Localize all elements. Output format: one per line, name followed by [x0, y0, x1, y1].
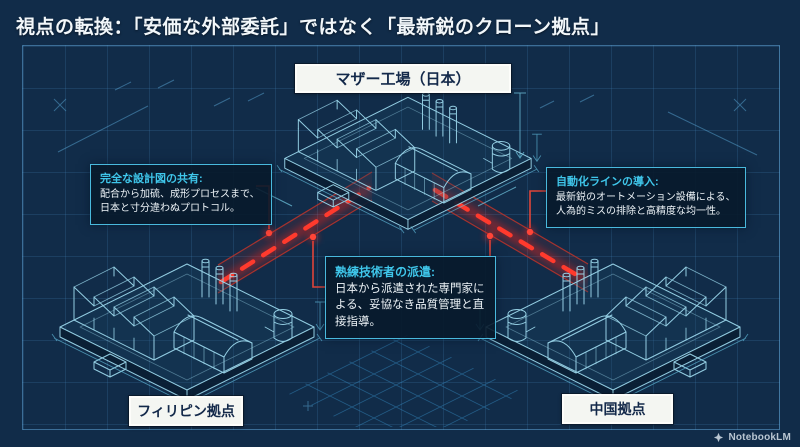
callout-blueprint-sharing: 完全な設計図の共有: 配合から加硫、成形プロセスまで、日本と寸分違わぬプロトコル… [90, 164, 272, 225]
callout-automation: 自動化ラインの導入: 最新鋭のオートメーション設備による、人為的ミスの排除と高精… [546, 167, 746, 228]
callout-expert-dispatch-body: 日本から派遣された専門家による、妥協なき品質管理と直接指導。 [335, 283, 485, 328]
china-label: 中国拠点 [589, 401, 646, 417]
philippines-factory-illustration [51, 258, 326, 405]
watermark: NotebookLM [713, 432, 791, 443]
watermark-text: NotebookLM [728, 432, 791, 443]
callout-automation-title: 自動化ラインの導入: [556, 176, 659, 188]
notebooklm-logo-icon [714, 432, 724, 443]
node-label-china: 中国拠点 [561, 393, 674, 425]
callout-expert-dispatch-title: 熟練技術者の派遣: [335, 265, 435, 279]
decor-accent-lines [53, 79, 758, 411]
node-label-philippines: フィリピン拠点 [128, 395, 244, 427]
callout-blueprint-sharing-body: 配合から加硫、成形プロセスまで、日本と寸分違わぬプロトコル。 [100, 188, 260, 214]
callout-expert-dispatch: 熟練技術者の派遣: 日本から派遣された専門家による、妥協なき品質管理と直接指導。 [325, 256, 496, 340]
china-factory-illustration [474, 258, 749, 405]
node-label-mother-factory: マザー工場（日本） [294, 63, 512, 94]
philippines-label: フィリピン拠点 [137, 403, 235, 419]
mother-factory-label: マザー工場（日本） [335, 71, 471, 88]
page-title: 視点の転換：「安価な外部委託」ではなく「最新鋭のクローン拠点」 [16, 17, 611, 38]
decor-iso-crosshatch [287, 334, 523, 427]
callout-blueprint-sharing-title: 完全な設計図の共有: [100, 173, 203, 185]
callout-automation-body: 最新鋭のオートメーション設備による、人為的ミスの排除と高精度な均一性。 [556, 191, 736, 217]
